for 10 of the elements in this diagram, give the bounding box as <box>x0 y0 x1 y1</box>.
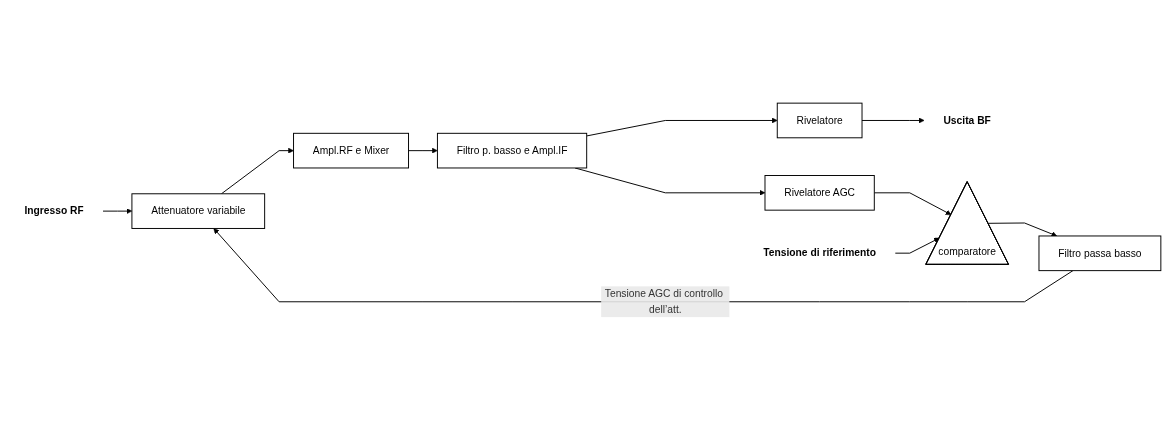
node-box: Ampl.RF e Mixer <box>293 133 410 169</box>
node-box: Rivelatore AGC <box>764 175 875 211</box>
node-box: Filtro p. basso e Ampl.IF <box>436 133 588 169</box>
node-text: Uscita BF <box>943 115 991 126</box>
edge-label: Tensione AGC di controllo dell’att. <box>604 288 723 315</box>
node-text: Tensione di riferimento <box>763 247 877 259</box>
node-box: Filtro passa basso <box>1038 235 1162 272</box>
node-box: Attenuatore variabile <box>131 193 266 230</box>
node-box: Rivelatore <box>776 103 863 139</box>
node-text: Ingresso RF <box>24 205 84 217</box>
